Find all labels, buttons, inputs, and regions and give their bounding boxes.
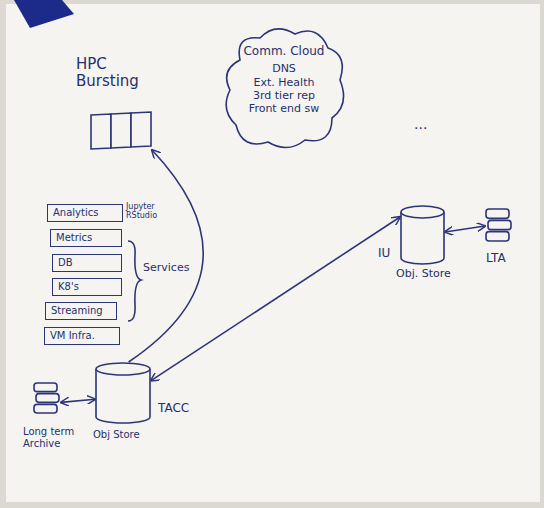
cyl-node: IUObj. Store [400, 205, 445, 265]
connector-arrow [129, 150, 204, 362]
node-text: Obj. Store [396, 268, 451, 281]
panels-node: HPC Bursting [90, 112, 152, 150]
node-text: Comm. Cloud [243, 44, 324, 58]
stack-outline [485, 208, 513, 244]
services-brace [128, 241, 141, 321]
cloud-node: Comm. CloudDNSExt. Health3rd tier repFro… [220, 20, 348, 152]
node-text: VM Infra. [50, 330, 95, 342]
stack-outline [33, 382, 61, 416]
node-text: 3rd tier rep [253, 89, 315, 102]
stack-stroke [486, 232, 509, 241]
node-text: LTA [486, 252, 506, 266]
cyl-outline [95, 362, 151, 424]
stack-stroke [36, 394, 59, 403]
connector-arrow [61, 399, 95, 402]
cyl-outline [400, 205, 445, 265]
cyl-stroke [96, 363, 150, 375]
service-box: DB [52, 254, 122, 272]
node-text: Obj Store [93, 429, 140, 441]
node-text: Long term Archive [23, 426, 81, 449]
cyl-stroke [401, 212, 444, 264]
node-text: IU [378, 247, 390, 261]
node-text: HPC Bursting [76, 56, 138, 91]
connector-arrow [151, 217, 400, 381]
cyl-node: TACCObj Store [95, 362, 151, 424]
cloud-stroke [226, 29, 343, 148]
node-text: DNS [272, 62, 296, 75]
paper-sheet [6, 4, 540, 502]
panels-stroke [91, 114, 111, 149]
service-box: Analytics [47, 204, 123, 222]
node-text: Analytics [53, 207, 98, 219]
service-box: K8's [52, 278, 122, 296]
service-box: Streaming [45, 302, 117, 320]
node-text: DB [58, 257, 73, 269]
node-text: TACC [158, 402, 189, 416]
stack-stroke [34, 404, 57, 413]
stack-stroke [488, 220, 511, 229]
note-label: ... [414, 116, 427, 132]
node-text: Metrics [56, 232, 92, 244]
panels-stroke [131, 112, 151, 147]
node-text: Ext. Health [254, 76, 315, 89]
node-text: Front end sw [249, 102, 319, 115]
blue-tape [14, 0, 74, 28]
stack-stroke [486, 209, 509, 218]
stack-node: LTA [485, 208, 513, 244]
cyl-stroke [96, 369, 150, 423]
service-box: Metrics [50, 229, 122, 247]
note-label: Services [143, 262, 189, 275]
connector-arrow [445, 226, 485, 232]
note-label: Jupyter RStudio [126, 202, 168, 220]
stack-stroke [34, 383, 57, 392]
panels-outline [90, 112, 152, 150]
cyl-stroke [401, 206, 444, 218]
stack-node: Long term Archive [33, 382, 61, 416]
node-text: K8's [58, 281, 79, 293]
service-box: VM Infra. [44, 327, 120, 345]
node-text: Streaming [51, 305, 103, 317]
panels-stroke [111, 113, 131, 148]
